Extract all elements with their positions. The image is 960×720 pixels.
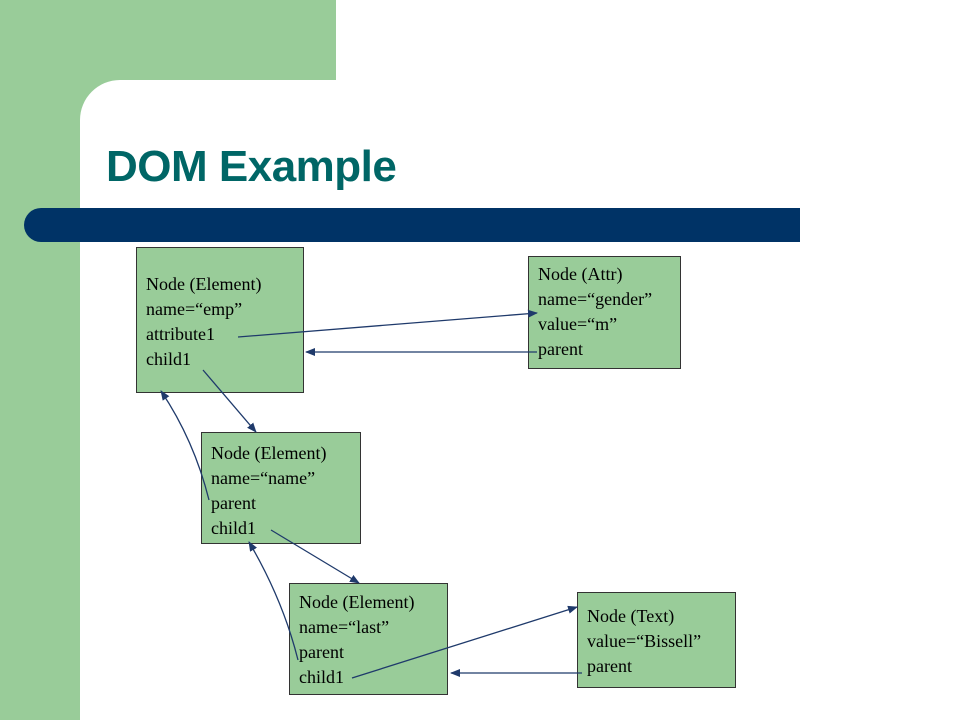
slide-title: DOM Example [106,142,397,191]
node-value-label: value=“m” [538,314,618,334]
node-type-label: Node (Attr) [538,264,623,284]
arrow-emp-child1-to-name [202,369,257,433]
node-name-label: name=“emp” [146,299,243,319]
arrow-name-child1-to-last [270,529,360,584]
title-underline-bar [24,208,800,242]
node-parent-label: parent [299,642,344,662]
node-type-label: Node (Element) [211,443,327,463]
node-parent-label: parent [211,493,256,513]
node-name-label: name=“last” [299,617,390,637]
node-value-label: value=“Bissell” [587,631,702,651]
node-child1-label: child1 [146,349,191,369]
node-type-label: Node (Text) [587,606,675,626]
node-attr-gender: Node (Attr) name=“gender” value=“m” pare… [528,256,681,369]
arrow-last-parent-to-name [248,541,299,661]
node-child1-label: child1 [299,667,344,687]
node-parent-label: parent [538,339,583,359]
arrow-last-child1-to-text [351,605,578,679]
left-accent-band [0,0,80,720]
node-name-label: name=“name” [211,468,316,488]
node-element-emp: Node (Element) name=“emp” attribute1 chi… [136,247,304,393]
node-child1-label: child1 [211,518,256,538]
node-element-name: Node (Element) name=“name” parent child1 [201,432,361,544]
arrow-name-parent-to-emp [160,390,210,501]
node-type-label: Node (Element) [299,592,415,612]
node-parent-label: parent [587,656,632,676]
arrow-attribute1-to-attr [237,309,538,338]
node-type-label: Node (Element) [146,274,262,294]
node-element-last: Node (Element) name=“last” parent child1 [289,583,448,695]
node-text-bissell: Node (Text) value=“Bissell” parent [577,592,736,688]
node-name-label: name=“gender” [538,289,653,309]
node-attribute1-label: attribute1 [146,324,215,344]
